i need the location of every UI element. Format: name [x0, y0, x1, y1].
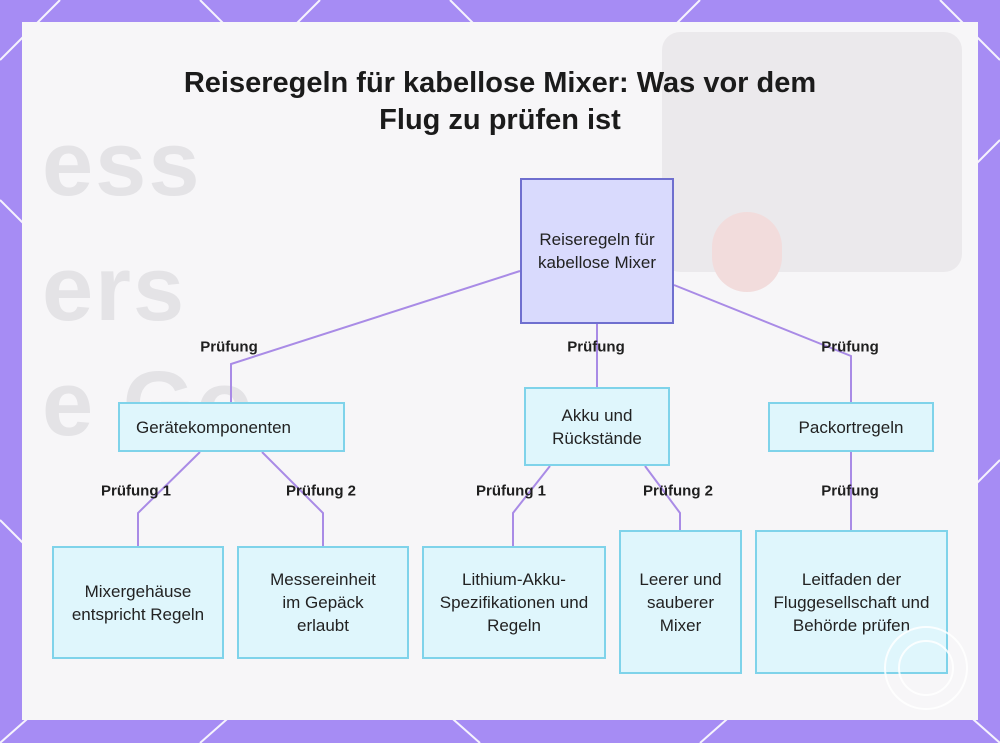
leaf-node-label: Mixergehäuse entspricht Regeln — [71, 581, 205, 624]
leaf-node-label: Lithium-Akku-Spezifikationen und Regeln — [439, 570, 589, 635]
category-node-geraetekomponenten: Gerätekomponenten — [118, 402, 345, 452]
leaf-node-label: Leitfaden der Fluggesellschaft und Behör… — [773, 569, 930, 635]
leaf-node-label: Leerer und sauberer Mixer — [639, 569, 722, 635]
edge-root-to-packortregeln — [673, 284, 852, 402]
background-text: ess — [42, 113, 202, 215]
diagram-title: Reiseregeln für kabellose Mixer: Was vor… — [183, 67, 817, 136]
leaf-node-lithium: Lithium-Akku-Spezifikationen und Regeln — [422, 546, 606, 659]
category-node-akku: Akku und Rückstände — [524, 387, 670, 466]
category-node-label: Packortregeln — [798, 417, 904, 437]
category-node-label: Gerätekomponenten — [136, 417, 291, 437]
edge-label-akku: Prüfung — [567, 338, 625, 356]
edge-label-lithium: Prüfung 1 — [476, 482, 546, 500]
leaf-node-label: Messereinheit im Gepäck erlaubt — [270, 570, 376, 635]
edge-label-geraetekomponenten: Prüfung — [200, 338, 258, 356]
edge-geraete-to-mixergehaeuse — [137, 451, 201, 546]
root-node: Reiseregeln für kabellose Mixer — [520, 178, 674, 324]
edge-root-to-geraetekomponenten — [230, 270, 521, 402]
background-text: ers — [42, 238, 187, 340]
category-node-packortregeln: Packortregeln — [768, 402, 934, 452]
background-photo-shape — [662, 32, 962, 272]
edge-geraete-to-messereinheit — [261, 451, 324, 546]
leaf-node-messereinheit: Messereinheit im Gepäck erlaubt — [237, 546, 409, 659]
edge-label-leitfaden: Prüfung — [821, 482, 879, 500]
logo-badge-inner-ring — [898, 640, 954, 696]
category-node-label: Akku und Rückstände — [552, 405, 642, 448]
edge-akku-to-lithium — [512, 465, 551, 546]
edge-label-messereinheit: Prüfung 2 — [286, 482, 356, 500]
root-node-label: Reiseregeln für kabellose Mixer — [537, 230, 657, 272]
background-photo-shape — [712, 212, 782, 292]
logo-badge-icon — [884, 626, 968, 710]
edge-label-leerer: Prüfung 2 — [643, 482, 713, 500]
edge-label-packortregeln: Prüfung — [821, 338, 879, 356]
edge-akku-to-leerer — [644, 465, 681, 530]
leaf-node-leerer: Leerer und sauberer Mixer — [619, 530, 742, 674]
leaf-node-mixergehaeuse: Mixergehäuse entspricht Regeln — [52, 546, 224, 659]
edge-label-mixergehaeuse: Prüfung 1 — [101, 482, 171, 500]
